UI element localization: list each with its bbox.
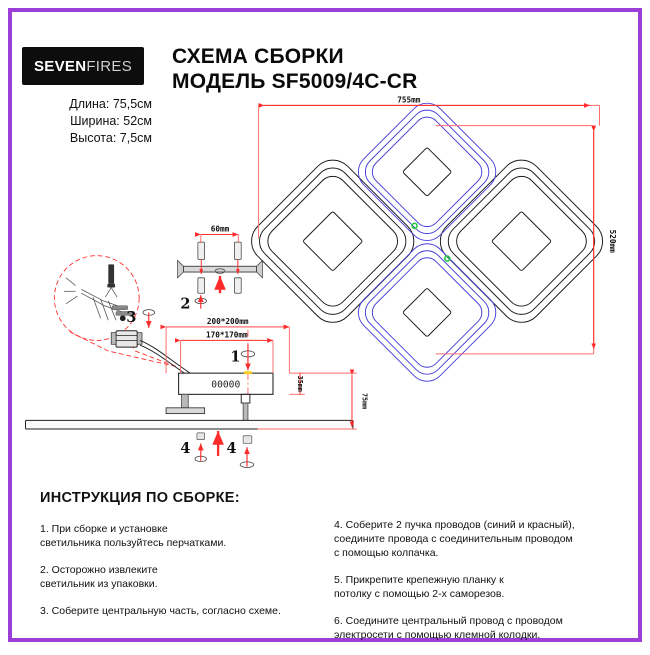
dim-overall-height: 520mm xyxy=(608,230,617,254)
title-line-2: МОДЕЛЬ SF5009/4C-CR xyxy=(172,70,418,93)
connector-dot-right xyxy=(444,255,451,262)
instruction-line: 2. Осторожно извлеките xyxy=(40,564,158,576)
dim-total-height: 75mm xyxy=(361,393,369,409)
callout-4a-label: 4 xyxy=(180,440,190,457)
dim-overall-width: 755mm xyxy=(397,96,421,105)
instruction-line: светильника пользуйтесь перчатками. xyxy=(40,537,227,549)
instruction-line: 3. Соберите центральную часть, согласно … xyxy=(40,605,281,617)
callout-4b-label: 4 xyxy=(227,440,237,457)
instructions-heading: ИНСТРУКЦИЯ ПО СБОРКЕ: xyxy=(40,490,240,506)
callout-3-group xyxy=(142,309,155,328)
callout-1-label: 1 xyxy=(230,349,240,366)
callout-3-label: 3 xyxy=(126,309,136,326)
title-line-1: СХЕМА СБОРКИ xyxy=(172,45,344,68)
dim-plate-outer: 200*200mm xyxy=(207,317,249,326)
instruction-item: 5. Прикрепите крепежную планку к потолку … xyxy=(334,573,634,601)
instruction-line: 5. Прикрепите крепежную планку к xyxy=(334,574,504,586)
instruction-line: светильник из упаковки. xyxy=(40,578,158,590)
left-square xyxy=(251,159,415,323)
brand-name-light: FIRES xyxy=(86,57,133,75)
terminal-block-magnifier xyxy=(53,255,176,367)
mounting-bar xyxy=(25,419,354,430)
callout-4-group-a xyxy=(194,432,207,462)
instructions-right-column: 4. Соберите 2 пучка проводов (синий и кр… xyxy=(334,518,634,655)
technical-drawing: 755mm 520mm xyxy=(25,96,617,468)
instruction-item: 3. Соберите центральную часть, согласно … xyxy=(40,604,310,618)
connector-dot-left xyxy=(411,222,418,230)
brand-name-bold: SEVEN xyxy=(33,57,87,75)
dim-bracket-span: 60mm xyxy=(211,225,230,234)
instruction-item: 4. Соберите 2 пучка проводов (синий и кр… xyxy=(334,518,634,560)
spec-height: Высота: 7,5см xyxy=(69,131,152,145)
spec-length: Длина: 75,5см xyxy=(69,97,152,111)
spec-list: Длина: 75,5см Ширина: 52см Высота: 7,5см xyxy=(22,96,152,147)
callout-2-label: 2 xyxy=(180,296,190,313)
instruction-line: 4. Соберите 2 пучка проводов (синий и кр… xyxy=(334,519,575,531)
instruction-item: 1. При сборке и установке светильника пол… xyxy=(40,522,310,550)
instruction-line: потолку с помощью 2-х саморезов. xyxy=(334,588,505,600)
driver-housing xyxy=(178,372,274,395)
ceiling-bracket-detail xyxy=(177,232,263,309)
instruction-line: 1. При сборке и установке xyxy=(40,523,168,535)
instruction-line: с помощью колпачка. xyxy=(334,547,439,559)
lamp-assembly xyxy=(251,102,604,382)
dim-plate-inner: 170*170mm xyxy=(206,331,248,340)
instruction-line: соедините провода с соединительным прово… xyxy=(334,533,573,545)
terminal-block xyxy=(110,330,143,348)
dim-driver-height: 35mm xyxy=(296,376,304,392)
driver-label: 00000 xyxy=(211,380,240,391)
right-square xyxy=(439,159,604,323)
central-dimension-lines xyxy=(160,324,357,430)
instruction-line: 6. Соедините центральный провод с провод… xyxy=(334,615,563,627)
spec-width: Ширина: 52см xyxy=(70,114,152,128)
page-title: СХЕМА СБОРКИ МОДЕЛЬ SF5009/4C-CR xyxy=(172,44,418,94)
callout-4-group-c xyxy=(239,435,255,468)
central-mount-assembly: 00000 xyxy=(25,372,354,430)
instruction-item: 2. Осторожно извлеките светильник из упак… xyxy=(40,563,310,591)
instruction-line: электросети с помощью клемной колодки. xyxy=(334,629,541,641)
overall-dimension-lines xyxy=(258,103,600,355)
instruction-item: 6. Соедините центральный провод с провод… xyxy=(334,614,634,642)
top-square xyxy=(357,102,497,242)
instructions-left-column: 1. При сборке и установке светильника пол… xyxy=(40,522,310,631)
bottom-square xyxy=(357,243,497,382)
